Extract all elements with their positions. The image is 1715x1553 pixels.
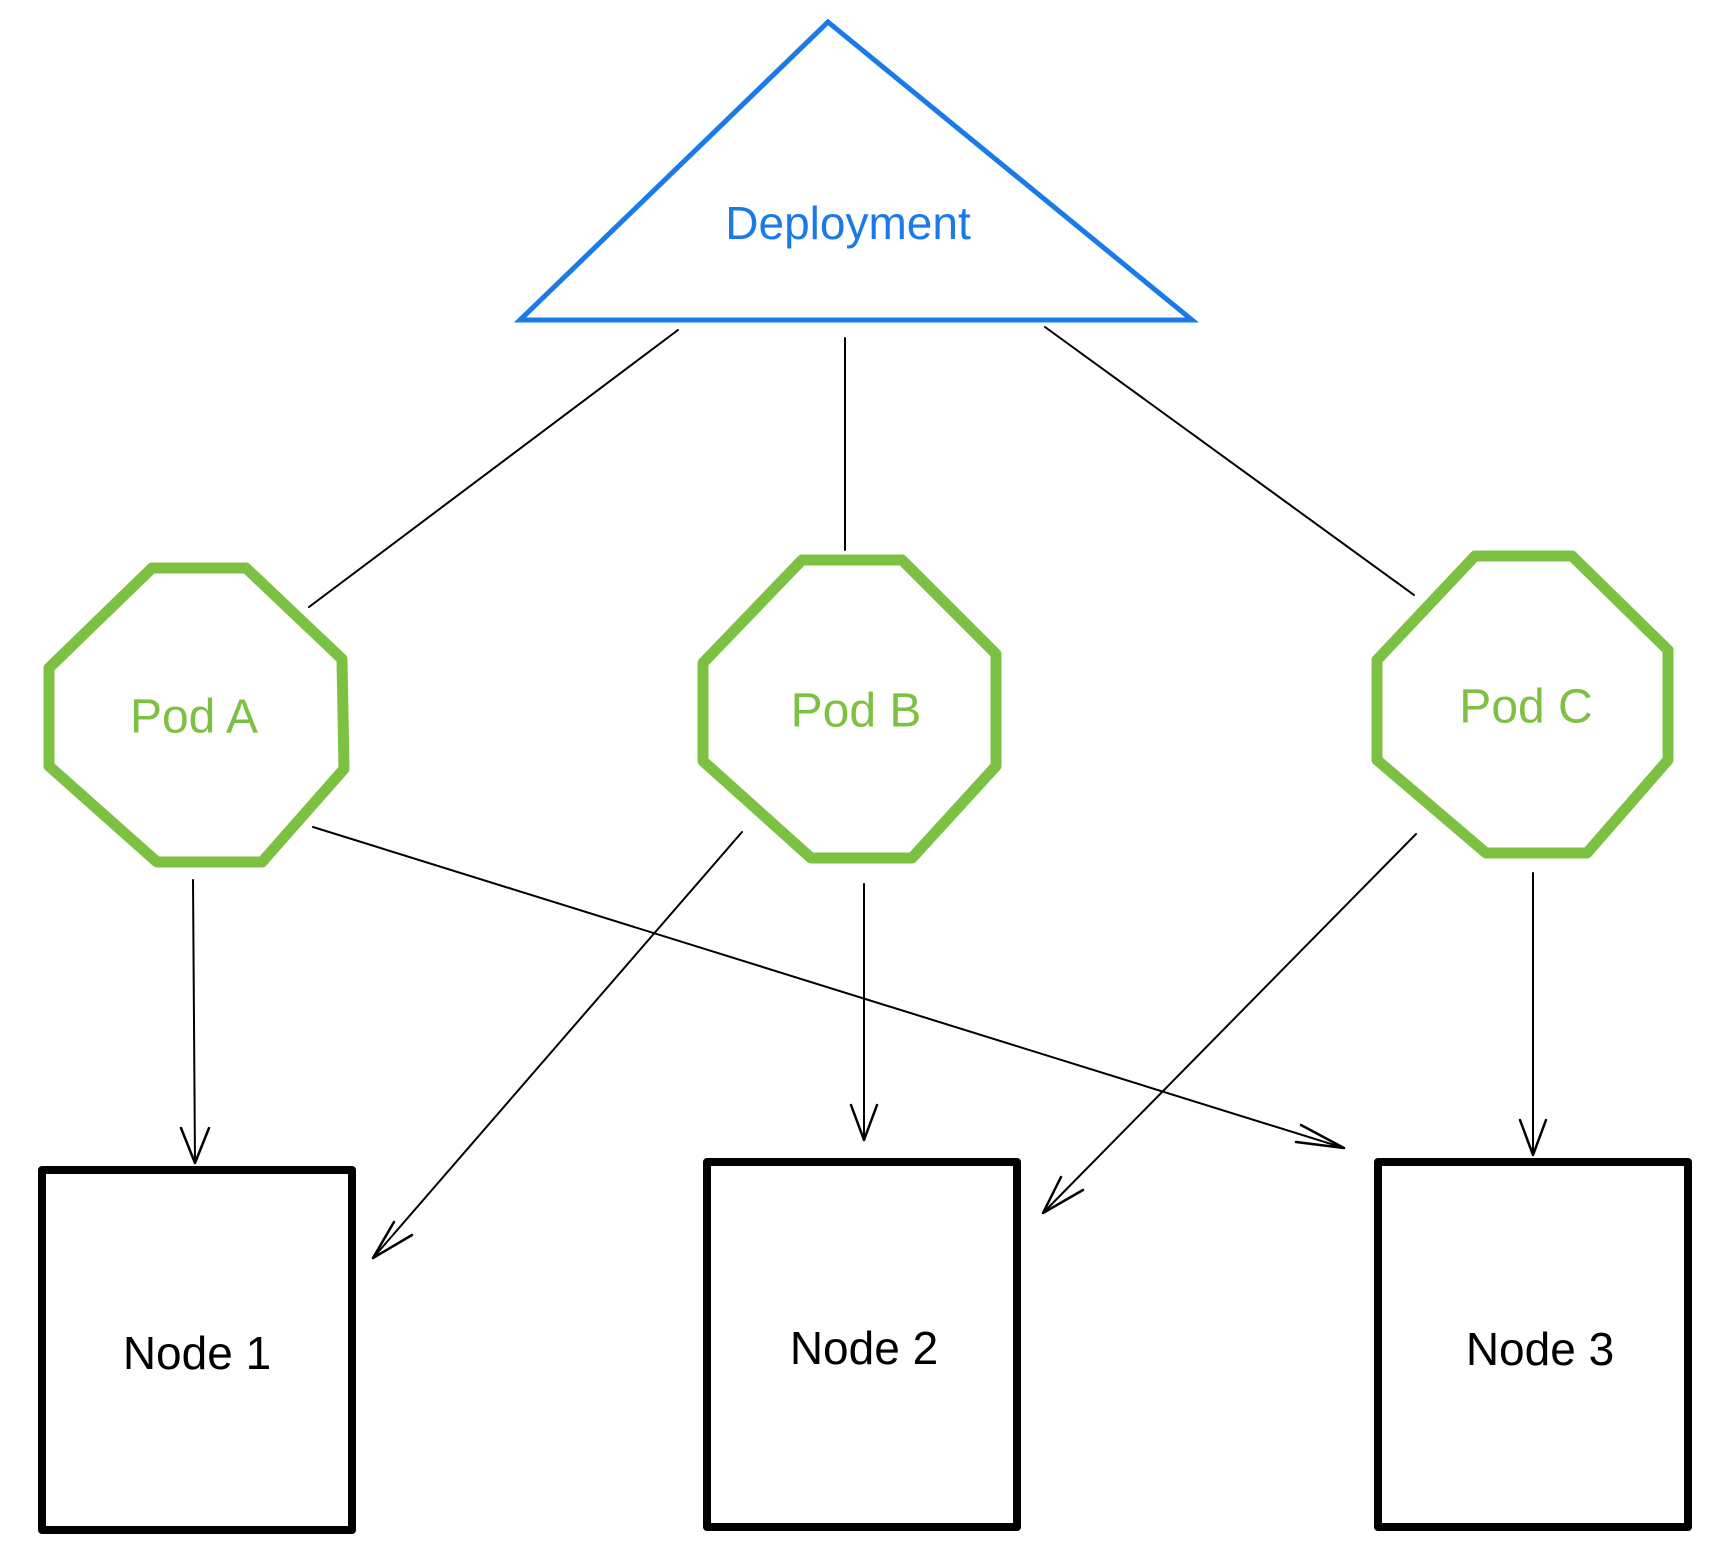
arrowhead bbox=[179, 1126, 211, 1165]
arrow-pod-c-node-3 bbox=[1518, 872, 1548, 1157]
pod-c-octagon bbox=[1371, 550, 1674, 859]
deployment-label: Deployment bbox=[725, 197, 971, 249]
edge-deployment-pod-a bbox=[308, 329, 679, 608]
arrow-pod-b-node-2 bbox=[849, 883, 879, 1142]
arrowhead bbox=[1518, 1118, 1548, 1157]
pod-b-octagon bbox=[697, 554, 1002, 864]
deployment-shape: Deployment bbox=[513, 18, 1200, 323]
node-2-box bbox=[703, 1158, 1021, 1531]
arrow-pod-b-node-1 bbox=[371, 831, 743, 1260]
arrowhead bbox=[849, 1103, 879, 1142]
arrowhead bbox=[1041, 1175, 1085, 1215]
pod-c: Pod C bbox=[1371, 550, 1674, 859]
node-1: Node 1 bbox=[38, 1166, 356, 1534]
node-3-box bbox=[1374, 1158, 1692, 1531]
deployment-connections bbox=[308, 326, 1415, 608]
arrowhead bbox=[371, 1220, 414, 1260]
arrowhead bbox=[1294, 1123, 1346, 1150]
pod-a-octagon bbox=[43, 562, 350, 868]
deployment-triangle bbox=[513, 18, 1200, 323]
node-2: Node 2 bbox=[703, 1158, 1021, 1531]
edge-deployment-pod-c bbox=[1044, 326, 1415, 596]
node-3-label: Node 3 bbox=[1466, 1323, 1614, 1375]
node-3: Node 3 bbox=[1374, 1158, 1692, 1531]
pod-a: Pod A bbox=[43, 562, 350, 868]
node-1-label: Node 1 bbox=[123, 1327, 271, 1379]
node-1-box bbox=[38, 1166, 356, 1534]
pod-a-label: Pod A bbox=[130, 691, 258, 744]
arrow-pod-a-node-1 bbox=[179, 879, 211, 1165]
arrow-pod-a-node-3 bbox=[312, 826, 1346, 1150]
pod-c-label: Pod C bbox=[1459, 681, 1592, 734]
node-2-label: Node 2 bbox=[790, 1322, 938, 1374]
arrow-pod-c-node-2 bbox=[1041, 833, 1417, 1215]
pod-node-arrows bbox=[179, 826, 1548, 1260]
pod-b-label: Pod B bbox=[791, 685, 922, 738]
pod-b: Pod B bbox=[697, 554, 1002, 864]
